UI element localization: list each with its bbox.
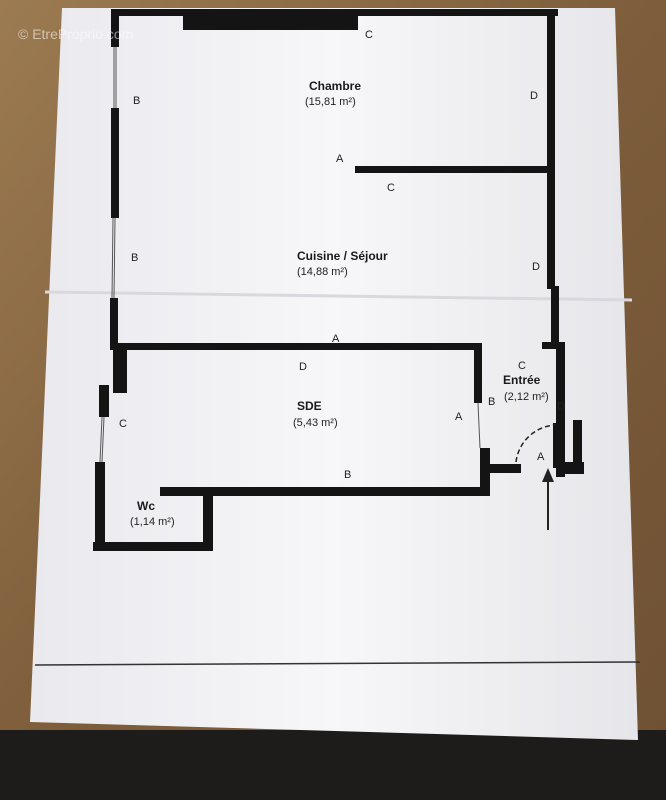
- wall-letter: D: [532, 261, 540, 273]
- wall-letter: D: [530, 90, 538, 102]
- wall-letter: C: [365, 29, 373, 41]
- windows: [99, 47, 481, 463]
- door-swing-arc: [515, 424, 557, 463]
- wall: [542, 342, 562, 349]
- dark-floor: [0, 730, 666, 800]
- wall: [113, 343, 127, 393]
- wall: [474, 343, 482, 403]
- room-name-sde: SDE: [297, 399, 322, 413]
- wall-letter: B: [131, 252, 138, 264]
- wall-letter: D: [299, 361, 307, 373]
- wall: [547, 9, 555, 289]
- room-name-chambre: Chambre: [309, 79, 361, 93]
- room-area-chambre: (15,81 m²): [305, 96, 356, 108]
- wall-letter: A: [336, 153, 344, 165]
- window: [99, 416, 103, 463]
- room-name-cuisine-sejour: Cuisine / Séjour: [297, 249, 388, 263]
- room-area-entree: (2,12 m²): [504, 391, 549, 403]
- wall: [556, 342, 565, 477]
- wall-letter: B: [488, 396, 495, 408]
- wall: [553, 423, 559, 468]
- room-area-sde: (5,43 m²): [293, 417, 338, 429]
- wall: [551, 286, 559, 346]
- wall: [573, 420, 582, 474]
- watermark-text: © EtreProprio.com: [18, 26, 133, 42]
- paper-sheet: [30, 8, 638, 740]
- wall-letter: C: [518, 360, 526, 372]
- wall: [355, 166, 552, 173]
- window: [113, 217, 116, 299]
- floor-plan-walls: [93, 9, 584, 551]
- wall-letter: C: [387, 182, 395, 194]
- room-name-entree: Entrée: [503, 373, 541, 387]
- wall: [183, 14, 358, 30]
- wall: [111, 108, 119, 218]
- wall-letter: B: [133, 95, 140, 107]
- wall: [95, 462, 105, 550]
- wall-letter: A: [455, 411, 463, 423]
- window: [477, 402, 481, 449]
- wall: [112, 9, 558, 16]
- wall: [111, 9, 119, 47]
- wall: [203, 490, 213, 550]
- wall-letter: A: [537, 451, 545, 463]
- paper-fold: [44, 290, 633, 302]
- window: [111, 217, 114, 299]
- entrance-arrow-head: [542, 468, 554, 482]
- wall: [110, 298, 118, 346]
- window: [101, 416, 105, 463]
- wall: [485, 464, 521, 473]
- wall: [93, 542, 213, 551]
- room-area-cuisine-sejour: (14,88 m²): [297, 266, 348, 278]
- wall-letter: C: [119, 418, 127, 430]
- wall-letter: B: [344, 469, 351, 481]
- wall: [99, 385, 109, 417]
- room-name-wc: Wc: [137, 499, 155, 513]
- wall-letter: D: [557, 401, 565, 413]
- room-area-wc: (1,14 m²): [130, 516, 175, 528]
- wall: [110, 343, 478, 350]
- wall-letter: A: [332, 333, 340, 345]
- wall: [160, 487, 490, 496]
- print-edge-line: [34, 661, 641, 666]
